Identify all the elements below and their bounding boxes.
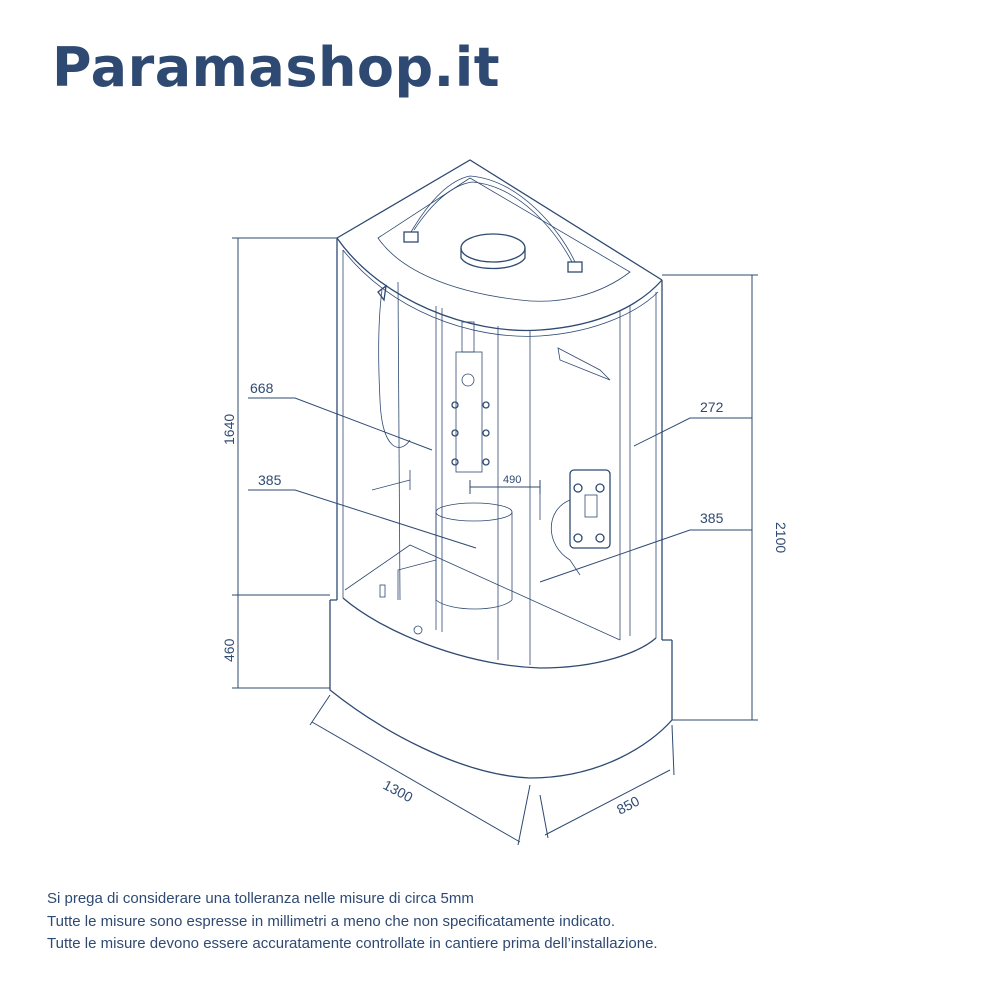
dim-height-cabin: 1640 xyxy=(221,414,237,445)
dim-door-width: 668 xyxy=(250,380,274,396)
shower-tray xyxy=(329,599,673,779)
dim-depth: 850 xyxy=(614,792,642,817)
cabin-fixtures xyxy=(371,284,611,635)
dim-seat-left: 385 xyxy=(258,472,282,488)
dim-height-total: 2100 xyxy=(773,522,789,553)
note-units: Tutte le misure sono espresse in millime… xyxy=(47,912,616,930)
dim-column-width: 490 xyxy=(503,474,521,486)
disclaimer-notes: Si prega di considerare una tolleranza n… xyxy=(47,888,658,956)
note-verify: Tutte le misure devono essere accuratame… xyxy=(47,935,658,952)
cabin-frame xyxy=(336,238,663,669)
brand-logo: Paramashop.it xyxy=(52,36,501,99)
dim-height-tray: 460 xyxy=(221,638,237,662)
dim-width: 1300 xyxy=(381,777,416,806)
note-tolerance: Si prega di considerare una tolleranza n… xyxy=(47,890,474,907)
dimension-lines xyxy=(232,237,758,846)
dim-side-panel: 272 xyxy=(700,399,724,415)
cabin-roof xyxy=(336,159,663,337)
dim-seat-right: 385 xyxy=(700,510,724,526)
